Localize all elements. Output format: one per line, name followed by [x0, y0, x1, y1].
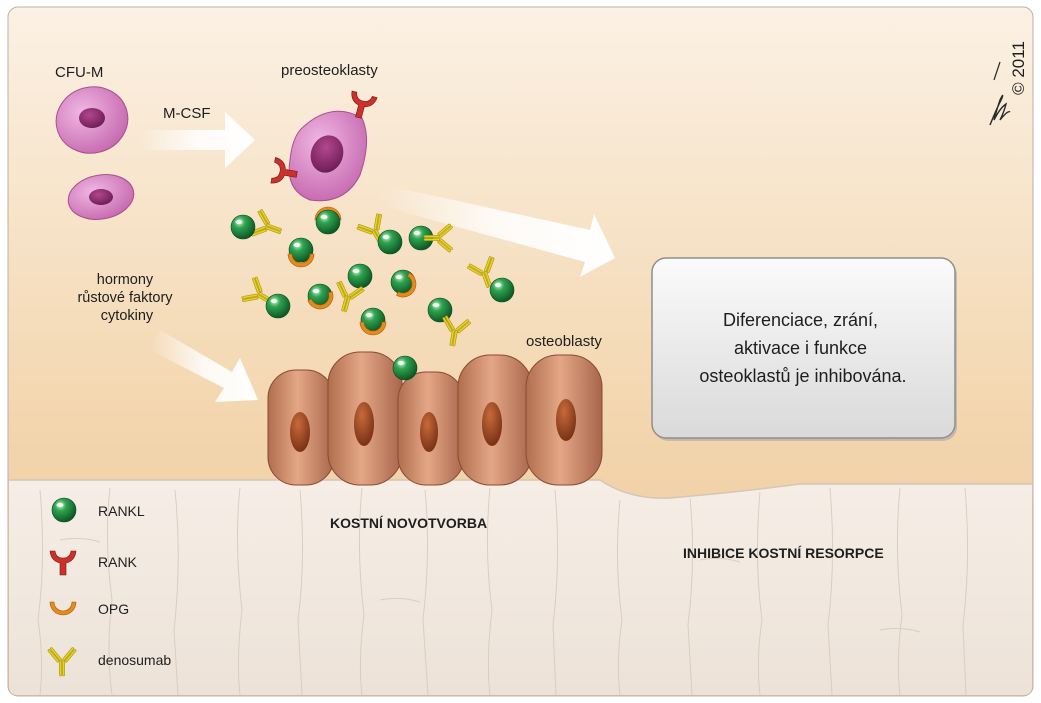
bone-layer	[9, 479, 1032, 696]
legend: RANKL RANK OPG denosumab	[47, 497, 171, 677]
osteoblast-row	[267, 351, 603, 486]
copyright-text: © 2011	[1009, 41, 1028, 95]
arrow-to-box	[378, 185, 615, 277]
legend-rankl-icon	[51, 497, 77, 523]
arrow-mcsf	[140, 112, 255, 168]
label-hormony: hormony růstové faktory cytokiny	[77, 272, 176, 324]
legend-label-denosumab: denosumab	[98, 652, 171, 668]
label-inhibice: INHIBICE KOSTNÍ RESORPCE	[683, 545, 884, 561]
label-preosteoklasty: preosteoklasty	[281, 62, 378, 79]
result-box-text: Diferenciace, zrání, aktivace i funkce o…	[699, 310, 906, 386]
cfu-m-cell-2	[67, 174, 135, 220]
label-kostni-novotvorba: KOSTNÍ NOVOTVORBA	[330, 515, 487, 531]
label-osteoblasty: osteoblasty	[526, 333, 602, 350]
label-m-csf: M-CSF	[163, 105, 211, 122]
legend-label-opg: OPG	[98, 601, 129, 617]
cfu-m-cell-1	[55, 86, 129, 154]
legend-label-rankl: RANKL	[98, 503, 145, 519]
result-box	[651, 257, 957, 441]
artist-signature	[989, 61, 1011, 126]
preosteoclast-cell	[288, 110, 367, 202]
label-cfu-m: CFU-M	[55, 64, 103, 81]
legend-label-rank: RANK	[98, 554, 138, 570]
arrow-hormony	[150, 330, 258, 402]
